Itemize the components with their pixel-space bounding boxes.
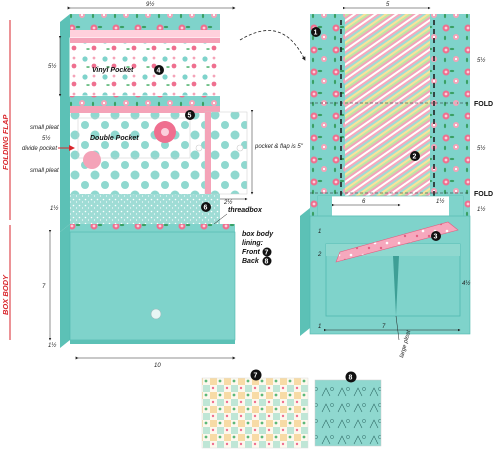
marker-7 bbox=[250, 369, 262, 381]
fabric-swatch-7 bbox=[201, 377, 309, 449]
fold-label-top: FOLD bbox=[474, 101, 493, 108]
middle-floral-band bbox=[70, 96, 220, 106]
body-top-trim bbox=[70, 224, 235, 232]
marker-2 bbox=[410, 151, 420, 161]
interior-side-panel bbox=[300, 208, 310, 336]
tray-right bbox=[449, 196, 463, 216]
marker-5-text: 5 bbox=[188, 113, 192, 120]
dim-pocket-ext: 2½ bbox=[223, 199, 232, 206]
marker-4-text: 4 bbox=[157, 68, 161, 75]
threadbox-leader bbox=[213, 213, 228, 225]
snap-right bbox=[236, 144, 244, 152]
dashed-arrow bbox=[239, 30, 306, 61]
pocket-flower-center bbox=[161, 128, 169, 136]
marker-8-small bbox=[262, 256, 272, 266]
box-base bbox=[70, 340, 235, 344]
dim-r-top: 5 bbox=[386, 2, 390, 8]
small-pleat-top: small pleat bbox=[30, 125, 59, 131]
pink-pocket-flap bbox=[335, 221, 459, 263]
dim-r-height: 4½ bbox=[462, 280, 470, 287]
dim-top-width: 9½ bbox=[146, 1, 154, 8]
dim-r-bottom: 7 bbox=[382, 324, 386, 330]
marker-1-text: 1 bbox=[314, 30, 318, 37]
snap-left bbox=[195, 144, 203, 152]
dim-vinyl-height: 5½ bbox=[48, 63, 56, 70]
dim-r-band: 1½ bbox=[477, 206, 485, 213]
interior-stripe-panel bbox=[345, 14, 430, 216]
marker-7-small-text: 7 bbox=[265, 250, 269, 257]
marker-8 bbox=[345, 371, 357, 383]
dim-r-flap2: 5½ bbox=[477, 145, 485, 152]
dim-r-flap1: 5½ bbox=[477, 57, 485, 64]
marker-6 bbox=[201, 202, 211, 212]
double-pocket-binding bbox=[70, 106, 220, 113]
threadbox-label: threadbox bbox=[228, 207, 263, 214]
dim-band-height: 1½ bbox=[50, 205, 58, 212]
marker-5 bbox=[185, 110, 195, 120]
box-body-button bbox=[150, 308, 162, 320]
large-pleat-mark bbox=[393, 256, 399, 316]
fabric-swatch-8 bbox=[314, 379, 382, 447]
dim-r-small1: 1 bbox=[318, 229, 321, 235]
dim-r-small2: 1 bbox=[318, 324, 321, 330]
fabric-swatches: 7 8 bbox=[201, 369, 382, 449]
marker-4 bbox=[154, 65, 164, 75]
top-floral-band bbox=[70, 14, 220, 30]
marker-8-text: 8 bbox=[349, 375, 353, 382]
top-pink-binding bbox=[70, 30, 220, 38]
dim-r-pocket: 2 bbox=[317, 252, 322, 258]
marker-7-text: 7 bbox=[254, 373, 258, 380]
pocket-flower-3 bbox=[83, 151, 101, 169]
body-side-panel bbox=[60, 224, 70, 348]
marker-3-text: 3 bbox=[434, 234, 438, 241]
marker-7-small bbox=[262, 247, 272, 257]
dim-double-height: 5½ bbox=[42, 135, 50, 142]
lining-text-1: box body bbox=[242, 231, 274, 238]
vinyl-pocket-label: Vinyl Pocket bbox=[92, 67, 134, 74]
left-unfolded-view: FOLDING FLAP BOX BODY 9½ Vinyl Pocket 4 … bbox=[1, 1, 304, 369]
vinyl-pocket bbox=[69, 37, 221, 97]
small-pleat-bottom: small pleat bbox=[30, 168, 59, 174]
dim-body-width: 10 bbox=[154, 363, 161, 369]
lining-back: Back bbox=[242, 258, 260, 265]
box-body-label: BOX BODY bbox=[1, 274, 10, 315]
large-pleat-leader bbox=[395, 315, 400, 341]
marker-2-text: 2 bbox=[413, 154, 417, 161]
double-pocket-label: Double Pocket bbox=[90, 135, 139, 142]
dim-r-inner: 6 bbox=[362, 199, 366, 205]
lining-front: Front bbox=[242, 249, 261, 256]
marker-1 bbox=[311, 27, 321, 37]
right-interior-view: 5 1 2 FOLD FOLD 5½ 5½ 1½ 6 1½ bbox=[300, 2, 493, 359]
pocket-extension bbox=[204, 111, 248, 195]
dim-base-height: 1½ bbox=[48, 342, 56, 349]
dim-r-side: 1½ bbox=[436, 198, 444, 205]
divide-pocket: divide pocket bbox=[22, 146, 57, 152]
tray-left bbox=[318, 196, 332, 216]
marker-6-text: 6 bbox=[204, 205, 208, 212]
folding-flap-label: FOLDING FLAP bbox=[1, 114, 10, 170]
fold-label-bottom: FOLD bbox=[474, 191, 493, 198]
dim-body-height: 7 bbox=[42, 284, 46, 290]
pocket-flap-note: pocket & flap is 5" bbox=[254, 144, 304, 150]
lining-text-2: lining: bbox=[242, 240, 263, 247]
marker-8-small-text: 8 bbox=[265, 259, 269, 266]
marker-3 bbox=[431, 231, 441, 241]
flap-side-panel bbox=[60, 14, 70, 232]
threadbox-band bbox=[70, 194, 220, 224]
vinyl-pocket-binding bbox=[70, 38, 220, 43]
interior-body bbox=[309, 215, 471, 335]
box-body-front bbox=[69, 231, 236, 341]
pocket-extension-binding bbox=[205, 112, 211, 194]
